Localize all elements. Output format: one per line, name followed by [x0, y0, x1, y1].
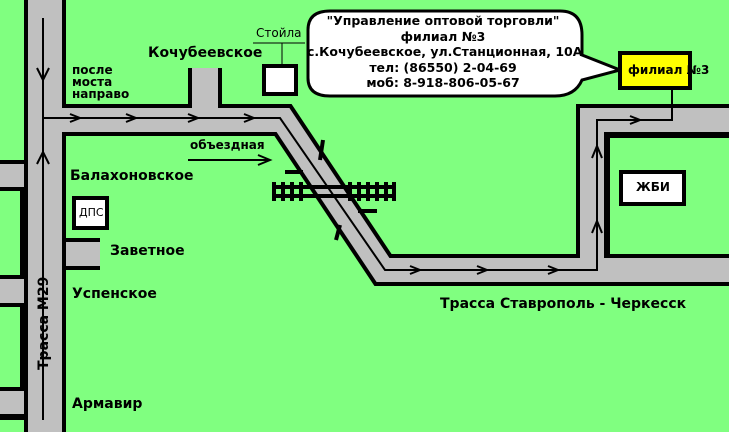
bubble-text: "Управление оптовой торговли" филиал №3 …	[307, 10, 583, 96]
callout-bubble	[306, 9, 625, 98]
label-armavir: Армавир	[72, 396, 143, 412]
bubble-line-address: с.Кочубеевское, ул.Станционная, 10А	[307, 44, 583, 59]
label-detour: объездная	[190, 138, 265, 152]
detour-arrow	[188, 154, 273, 166]
railway	[272, 139, 396, 241]
label-line: после	[72, 63, 113, 77]
bubble-line-branch: филиал №3	[400, 28, 486, 44]
bubble-line-phone: тел: (86550) 2-04-69	[369, 59, 517, 75]
label-dps: ДПС	[79, 206, 104, 219]
zhbi-box	[619, 170, 686, 206]
route-line	[36, 18, 673, 420]
label-kochubeevskoe: Кочубеевское	[148, 45, 263, 61]
label-line: направо	[72, 87, 130, 101]
dps-box	[72, 196, 109, 230]
label-filial: филиал №3	[628, 63, 710, 77]
filial-box	[618, 51, 692, 90]
label-after-bridge: после моста направо	[72, 64, 129, 100]
stoyla-marker	[253, 42, 305, 96]
label-zhbi: ЖБИ	[636, 180, 670, 194]
bubble-line-mobile: моб: 8-918-806-05-67	[366, 75, 520, 90]
label-stoyla: Стойла	[256, 26, 302, 40]
label-line: моста	[72, 75, 113, 89]
label-zavetnoe: Заветное	[110, 243, 185, 259]
label-uspenskoe: Успенское	[72, 286, 157, 302]
label-highway-m29: Трасса М29	[36, 276, 52, 370]
label-highway-stavropol: Трасса Ставрополь - Черкесск	[440, 296, 687, 312]
bubble-line-company: "Управление оптовой торговли"	[326, 13, 560, 28]
label-balakhonovskoe: Балахоновское	[70, 168, 194, 184]
